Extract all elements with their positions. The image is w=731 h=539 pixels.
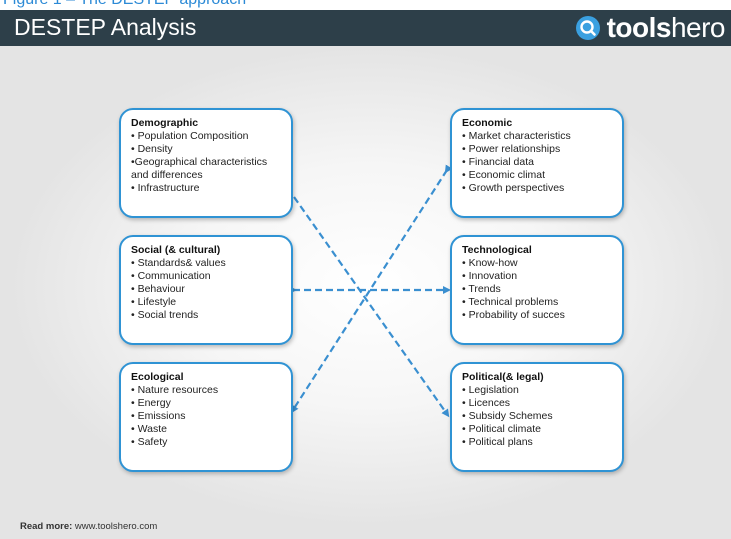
list-item: • Population Composition bbox=[131, 130, 249, 142]
list-item: • Infrastructure bbox=[131, 182, 200, 194]
box-ecological: Ecological • Nature resources • Energy •… bbox=[119, 362, 293, 472]
list-item: • Probability of succes bbox=[462, 309, 565, 321]
list-item: • Safety bbox=[131, 436, 168, 448]
list-item: • Innovation bbox=[462, 270, 518, 282]
list-item: • Lifestyle bbox=[131, 296, 177, 308]
list-item: • Subsidy Schemes bbox=[462, 410, 553, 422]
box-title: Social (& cultural) bbox=[131, 244, 221, 256]
connector-arrows bbox=[269, 164, 453, 418]
list-item: • Know-how bbox=[462, 257, 518, 269]
list-item: • Emissions bbox=[131, 410, 186, 422]
list-item: • Licences bbox=[462, 397, 511, 409]
figure-caption: Figure 1 – The DESTEP approach bbox=[3, 0, 246, 9]
list-item: • Social trends bbox=[131, 309, 199, 321]
figure-caption-strip: Figure 1 – The DESTEP approach bbox=[0, 0, 731, 10]
read-more-link[interactable]: www.toolshero.com bbox=[74, 521, 158, 532]
list-item: • Political climate bbox=[462, 423, 541, 435]
list-item: • Density bbox=[131, 143, 173, 155]
box-title: Demographic bbox=[131, 117, 199, 129]
box-title: Ecological bbox=[131, 371, 184, 383]
toolshero-logo: toolshero bbox=[575, 11, 726, 45]
box-demographic: Demographic • Population Composition • D… bbox=[119, 108, 293, 218]
page-title: DESTEP Analysis bbox=[14, 14, 197, 40]
list-item: • Power relationships bbox=[462, 143, 561, 155]
list-item: • Trends bbox=[462, 283, 501, 295]
box-title: Political(& legal) bbox=[462, 371, 544, 383]
box-technological: Technological • Know-how • Innovation • … bbox=[450, 235, 624, 345]
list-item: • Political plans bbox=[462, 436, 533, 448]
list-item: •Geographical characteristics bbox=[131, 156, 268, 168]
list-item: • Standards& values bbox=[131, 257, 226, 269]
box-social: Social (& cultural) • Standards& values … bbox=[119, 235, 293, 345]
magnifier-logo-icon bbox=[575, 16, 600, 40]
box-political: Political(& legal) • Legislation • Licen… bbox=[450, 362, 624, 472]
header-bar: DESTEP Analysis toolshero bbox=[0, 10, 731, 46]
list-item: • Technical problems bbox=[462, 296, 559, 308]
list-item: • Legislation bbox=[462, 384, 519, 396]
logo-wordmark: toolshero bbox=[606, 12, 726, 44]
diagram-canvas: Demographic • Population Composition • D… bbox=[0, 46, 731, 539]
list-item: • Economic climat bbox=[462, 169, 546, 181]
read-more-label: Read more: bbox=[20, 521, 73, 532]
list-item: • Financial data bbox=[462, 156, 534, 168]
logo-light: hero bbox=[670, 12, 726, 43]
list-item: • Waste bbox=[131, 423, 167, 435]
list-item: and differences bbox=[131, 169, 203, 181]
list-item: • Communication bbox=[131, 270, 211, 282]
list-item: • Energy bbox=[131, 397, 171, 409]
list-item: • Behaviour bbox=[131, 283, 185, 295]
logo-bold: tools bbox=[606, 12, 672, 43]
arrow-demographic-political bbox=[269, 164, 450, 418]
list-item: • Growth perspectives bbox=[462, 182, 565, 194]
box-title: Technological bbox=[462, 244, 532, 256]
box-title: Economic bbox=[462, 117, 513, 129]
list-item: • Nature resources bbox=[131, 384, 219, 396]
box-economic: Economic • Market characteristics • Powe… bbox=[450, 108, 624, 218]
arrow-economic-ecological bbox=[290, 164, 453, 414]
list-item: • Market characteristics bbox=[462, 130, 571, 142]
read-more-footer: Read more: www.toolshero.com bbox=[20, 521, 157, 532]
